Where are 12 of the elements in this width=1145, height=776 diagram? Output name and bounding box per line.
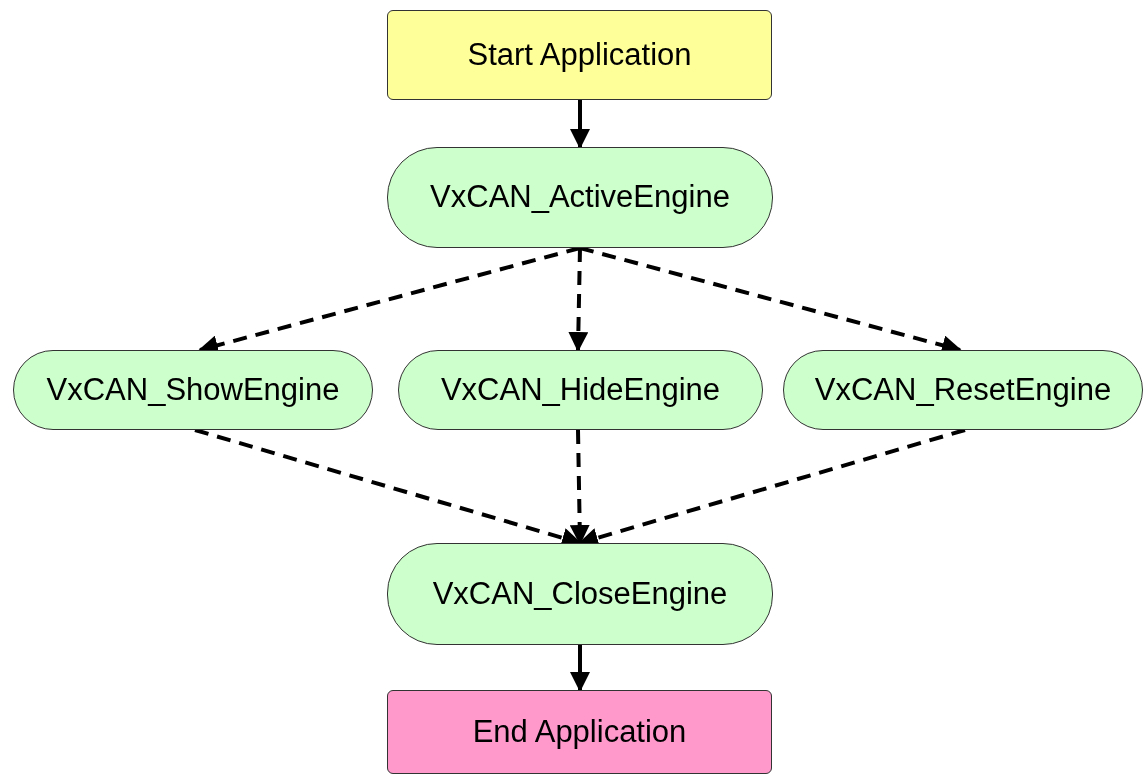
arrow (570, 100, 590, 149)
node-label: VxCAN_HideEngine (440, 370, 721, 409)
node-label: End Application (472, 712, 687, 751)
node-label: VxCAN_ActiveEngine (430, 178, 730, 217)
node-label: VxCAN_CloseEngine (432, 574, 728, 613)
node-label: VxCAN_ShowEngine (46, 370, 340, 409)
node-label: VxCAN_ResetEngine (814, 370, 1112, 409)
start-box (387, 10, 772, 100)
arrow (570, 645, 590, 692)
arrow (568, 247, 589, 352)
node-label: Start Application (467, 35, 692, 74)
end-box (387, 690, 772, 774)
